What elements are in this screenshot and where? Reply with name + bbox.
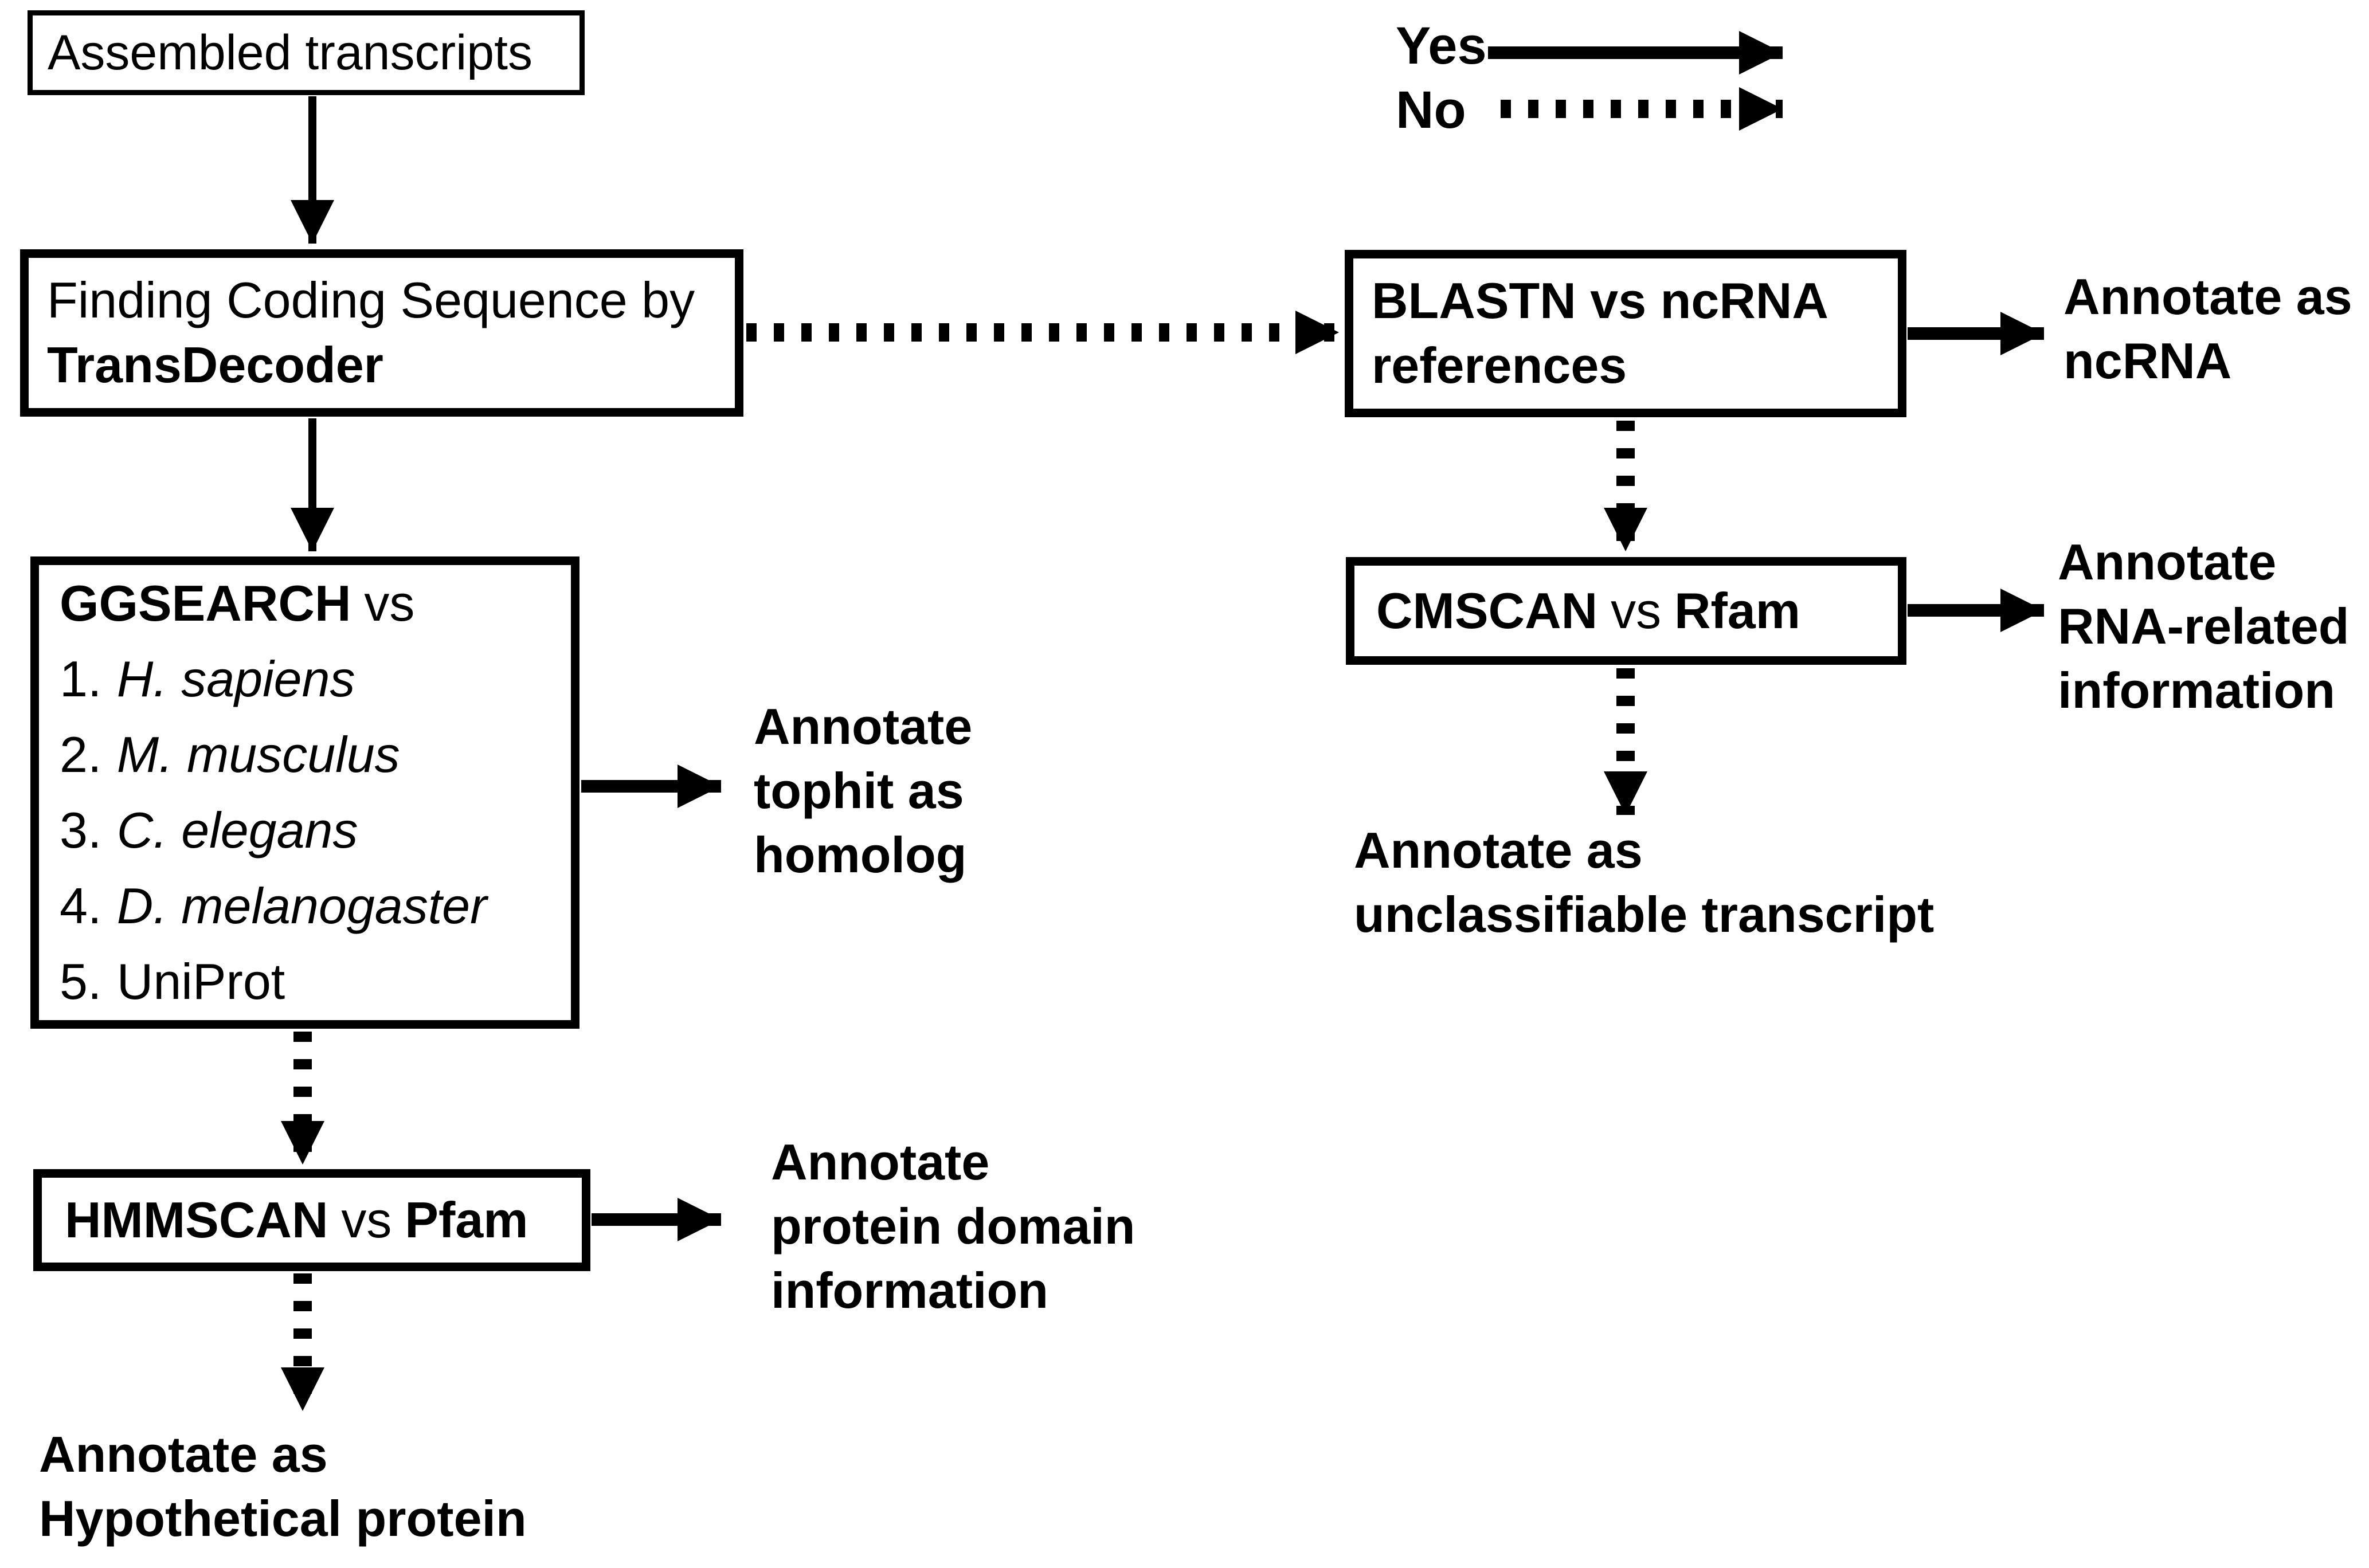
annotation-tophit-line3: homolog — [754, 826, 967, 883]
ggsearch-item-2-num: 2. — [60, 726, 102, 783]
annotation-ncrna: Annotate as ncRNA — [2063, 265, 2352, 393]
annotation-protein-domain-line1: Annotate — [771, 1134, 990, 1190]
ggsearch-item-c-elegans: 3.C. elegans — [60, 793, 571, 868]
ggsearch-item-h-sapiens: 1.H. sapiens — [60, 641, 571, 717]
annotation-hypothetical: Annotate as Hypothetical protein — [39, 1422, 527, 1551]
node-assembled-transcripts-label: Assembled transcripts — [48, 25, 532, 80]
node-ggsearch-vs: vs — [364, 575, 415, 632]
annotation-hypothetical-line1: Annotate as — [39, 1426, 328, 1483]
node-cmscan-tool: CMSCAN — [1376, 582, 1598, 639]
annotation-ncrna-line1: Annotate as — [2063, 268, 2352, 325]
node-assembled-transcripts: Assembled transcripts — [28, 10, 585, 95]
annotation-protein-domain-line3: information — [771, 1261, 1048, 1319]
node-hmmscan-tool: HMMSCAN — [65, 1191, 328, 1248]
annotation-rna-related-line1: Annotate — [2058, 534, 2277, 590]
annotation-rna-related-line2: RNA-related — [2058, 597, 2350, 654]
ggsearch-item-uniprot: 5.UniProt — [60, 944, 571, 1020]
ggsearch-item-4-name: D. melanogaster — [116, 877, 487, 934]
annotation-protein-domain-line2: protein domain — [771, 1197, 1135, 1255]
ggsearch-item-5-name: UniProt — [116, 953, 285, 1010]
annotation-ncrna-line2: ncRNA — [2063, 332, 2232, 389]
ggsearch-item-3-num: 3. — [60, 802, 102, 859]
node-transdecoder-line1: Finding Coding Sequence by — [47, 272, 695, 329]
ggsearch-item-2-name: M. musculus — [116, 726, 400, 783]
annotation-tophit: Annotate tophit as homolog — [754, 695, 972, 887]
node-blastn: BLASTN vs ncRNA references — [1345, 250, 1906, 417]
annotation-unclassifiable-line1: Annotate as — [1354, 822, 1643, 879]
annotation-rna-related: Annotate RNA-related information — [2058, 530, 2350, 722]
ggsearch-item-1-name: H. sapiens — [116, 650, 355, 707]
annotation-tophit-line2: tophit as — [754, 762, 964, 819]
ggsearch-item-d-melanogaster: 4.D. melanogaster — [60, 868, 571, 944]
node-ggsearch-tool: GGSEARCH — [60, 575, 351, 632]
annotation-unclassifiable-line2: unclassifiable transcript — [1354, 885, 1935, 943]
node-hmmscan-vs: vs — [341, 1191, 392, 1248]
annotation-protein-domain: Annotate protein domain information — [771, 1130, 1135, 1322]
ggsearch-item-1-num: 1. — [60, 650, 102, 707]
annotation-unclassifiable: Annotate as unclassifiable transcript — [1354, 818, 1934, 947]
node-cmscan-db: Rfam — [1674, 582, 1800, 639]
legend-no-label: No — [1396, 81, 1466, 139]
ggsearch-item-4-num: 4. — [60, 877, 102, 934]
node-blastn-line2: references — [1372, 337, 1627, 394]
node-hmmscan-db: Pfam — [405, 1191, 528, 1248]
annotation-hypothetical-line2: Hypothetical protein — [39, 1489, 527, 1547]
node-transdecoder-tool: TransDecoder — [47, 336, 383, 393]
annotation-rna-related-line3: information — [2058, 661, 2335, 719]
node-transdecoder: Finding Coding Sequence by TransDecoder — [20, 249, 743, 417]
annotation-tophit-line1: Annotate — [754, 698, 973, 755]
ggsearch-item-5-num: 5. — [60, 953, 102, 1010]
ggsearch-item-3-name: C. elegans — [116, 802, 358, 859]
node-blastn-line1: BLASTN vs ncRNA — [1372, 272, 1828, 330]
ggsearch-item-m-musculus: 2.M. musculus — [60, 717, 571, 793]
node-cmscan-vs: vs — [1611, 582, 1662, 639]
legend-yes-label: Yes — [1396, 17, 1487, 75]
